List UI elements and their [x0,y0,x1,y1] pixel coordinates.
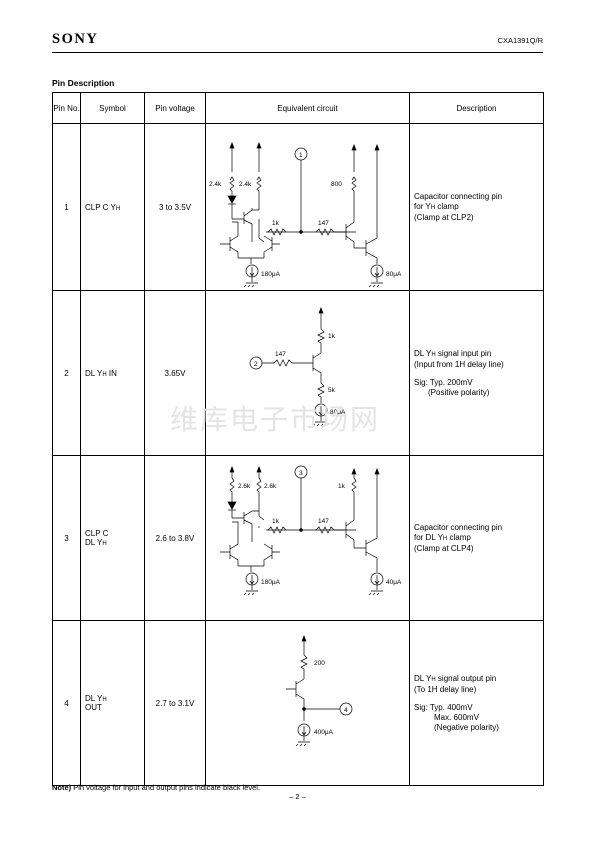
page-number: – 2 – [289,792,306,801]
brand-logo: SONY [52,31,99,47]
section-title: Pin Description [52,78,115,88]
current-label-a: 80μA [330,409,346,416]
res-label-a: 1k [328,333,336,340]
footnote: Note) Pin voltage for input and output p… [52,783,261,792]
description: DL YH signal output pin (To 1H delay lin… [409,620,544,786]
symbol: CLP C YH [80,123,145,291]
part-number: CXA1391Q/R [497,36,543,45]
res-label-a: 2.6k [238,483,251,490]
pin-voltage: 2.6 to 3.8V [144,455,206,621]
pin-label: 1 [299,152,303,159]
pin-label: 3 [299,470,303,477]
current-label-a: 180μA [261,579,281,586]
pin-label: 2 [254,361,258,368]
pin-voltage: 2.7 to 3.1V [144,620,206,786]
res-label-a: 2.4k [209,181,222,188]
res-label-b: 2.6k [264,483,277,490]
col-header-circuit: Equivalent circuit [205,92,410,124]
table-header-row: Pin No. Symbol Pin voltage Equivalent ci… [52,92,544,124]
res-label-c: 1k [272,518,280,525]
description: Capacitor connecting pin for YH clamp (C… [409,123,544,291]
col-header-symbol: Symbol [80,92,145,124]
header-rule [52,52,543,53]
current-label-a: 400μA [314,729,334,736]
current-label-a: 180μA [261,271,281,278]
pin-number: 1 [52,123,81,291]
res-label-a: 200 [314,660,325,667]
res-label-e: 800 [331,181,342,188]
pin-voltage: 3.65V [144,290,206,456]
pin-number: 2 [52,290,81,456]
col-header-pin: Pin No. [52,92,81,124]
col-header-description: Description [409,92,544,124]
res-label-d: 147 [318,220,329,227]
col-header-voltage: Pin voltage [144,92,206,124]
res-label-c: 1k [272,220,280,227]
pin-number: 3 [52,455,81,621]
watermark: 维库电子市场网 [170,403,381,436]
res-label-b: 2.4k [239,181,252,188]
res-label-b: 147 [275,351,286,358]
current-label-b: 80μA [386,271,402,278]
res-label-c: 5k [328,387,336,394]
equivalent-circuit: 2.4k 2.4k 800 180μA 1 1k 1 [205,123,410,291]
res-label-d: 147 [318,518,329,525]
res-label-e: 1k [338,483,346,490]
pin-number: 4 [52,620,81,786]
description: DL YH signal input pin (Input from 1H de… [409,290,544,456]
table-row: 2 DL YH IN 3.65V 1k 2 147 5k 80μA DL YH … [52,290,544,456]
equivalent-circuit: 2.6k 2.6k 1k 180μA 3 1k 147 [205,455,410,621]
equivalent-circuit: 200 4 400μA [205,620,410,786]
description: Capacitor connecting pin for DL YH clamp… [409,455,544,621]
pin-description-table: Pin No. Symbol Pin voltage Equivalent ci… [52,92,544,786]
pin-voltage: 3 to 3.5V [144,123,206,291]
current-label-b: 40μA [386,579,402,586]
table-row: 1 CLP C YH 3 to 3.5V 2.4k 2.4k 800 [52,123,544,291]
pin-label: 4 [344,707,348,714]
symbol: DL YH IN [80,290,145,456]
equivalent-circuit: 1k 2 147 5k 80μA [205,290,410,456]
